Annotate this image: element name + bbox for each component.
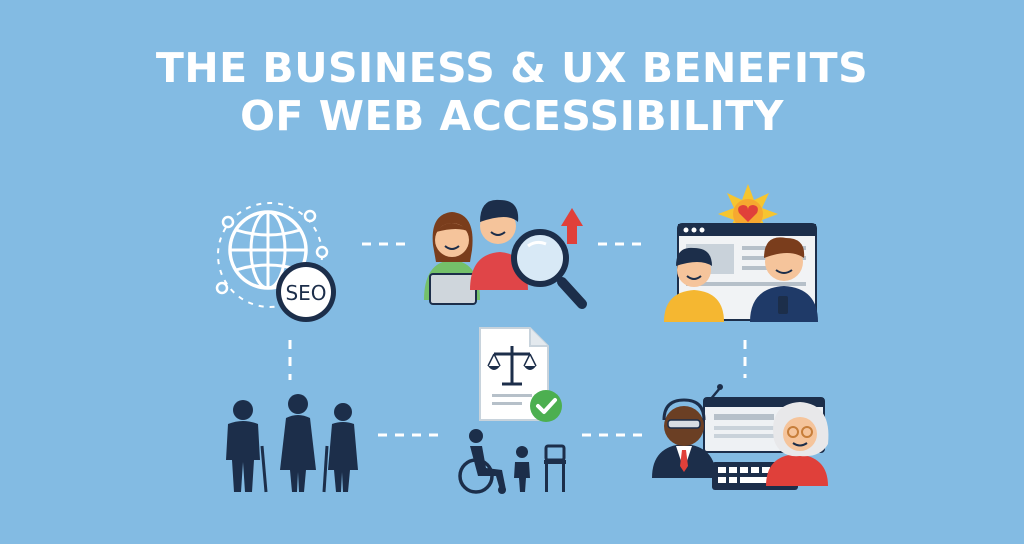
- globe-seo-icon: [215, 202, 336, 322]
- wheelchair-user-icon: [458, 429, 566, 494]
- elderly-people-icon: [226, 394, 358, 493]
- assistive-technology-users-icon: [652, 384, 829, 490]
- people-magnifier-icon: [424, 199, 587, 309]
- page-title: THE BUSINESS & UX BENEFITS OF WEB ACCESS…: [0, 44, 1024, 140]
- connector-lines: [288, 242, 747, 437]
- title-line-2: OF WEB ACCESSIBILITY: [240, 92, 784, 140]
- title-line-1: THE BUSINESS & UX BENEFITS: [155, 44, 869, 92]
- legal-compliance-document-icon: [479, 327, 562, 422]
- website-happy-users-icon: [664, 184, 818, 322]
- seo-badge-label: SEO: [285, 281, 326, 305]
